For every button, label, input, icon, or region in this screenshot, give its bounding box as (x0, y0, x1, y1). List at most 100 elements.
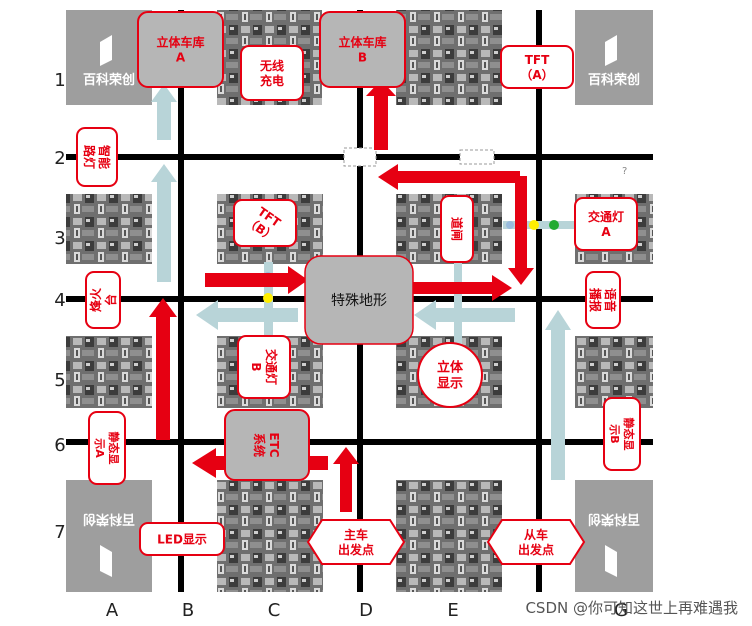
logo-icon (605, 545, 617, 577)
row-label-4: 4 (54, 290, 66, 311)
label-text: 道闸 (450, 217, 465, 241)
label-text: 示B (608, 423, 621, 443)
label-text: 从车 (524, 527, 548, 542)
red-arrow-f-down (508, 176, 534, 285)
traffic-light-a (506, 220, 559, 230)
tile-c7 (217, 480, 323, 592)
label-text: 静态显 (622, 418, 636, 451)
tile-g5 (575, 336, 653, 408)
logo-icon (605, 35, 617, 66)
label-box (304, 255, 414, 345)
label-text: 立体车库 (156, 34, 204, 49)
label-box (233, 199, 297, 247)
blue-arrow-b-up-lower (151, 164, 177, 282)
label-text: 无线 (259, 58, 284, 73)
label-beacon: 烽火台 (85, 271, 121, 329)
label-text: ETC (267, 432, 281, 457)
blue-arrow-left-center (196, 300, 298, 330)
col-label-g: G (614, 600, 628, 621)
label-box (139, 522, 225, 556)
label-text: B (249, 362, 263, 371)
label-text: LED显示 (157, 532, 207, 546)
label-text: B (358, 50, 367, 64)
label-text: 智能 (97, 144, 112, 169)
label-text: TFT (525, 53, 550, 67)
label-text: 静态显 (107, 432, 121, 465)
logo-tile-g1: 百科荣创 (575, 10, 653, 105)
tile-a5 (66, 336, 152, 408)
tile-a3 (66, 194, 152, 264)
label-text: 系统 (252, 433, 267, 457)
label-text: 充电 (260, 73, 284, 88)
row-label-1: 1 (54, 70, 66, 91)
blue-arrow-left-right (414, 300, 515, 330)
col-label-d: D (359, 600, 373, 621)
label-tft-a: TFT（A） (500, 45, 574, 89)
label-text: 立体 (437, 360, 464, 376)
logo-text: 百科荣创 (83, 511, 135, 527)
label-text: 交通灯 (264, 349, 279, 385)
label-box (240, 45, 304, 101)
red-arrow-row2-left (378, 164, 520, 190)
label-box (585, 271, 621, 329)
tile-e7 (396, 480, 502, 592)
label-tft-b: TFT（B） (233, 199, 297, 247)
logo-icon (100, 545, 112, 577)
label-box (603, 397, 641, 471)
col-label-a: A (105, 600, 119, 621)
label-box (574, 197, 638, 251)
red-arrow-b-up (149, 298, 177, 440)
label-gate: 道闸 (440, 195, 474, 263)
label-box (88, 411, 126, 485)
label-text: 显示 (437, 377, 463, 392)
label-box (137, 11, 224, 88)
logo-text: 百科荣创 (83, 72, 135, 88)
logo-text: 百科荣创 (588, 511, 640, 527)
label-text: 烽火 (88, 287, 103, 312)
label-text: 播报 (588, 288, 603, 312)
blue-bar-stereo (454, 262, 462, 346)
label-box (486, 519, 586, 565)
blue-bar-traffic-a (503, 221, 578, 229)
tile-d1 (396, 10, 502, 105)
road-obstacle-left (343, 147, 377, 167)
label-text: （A） (520, 67, 553, 82)
blue-arrow-b-up-upper (151, 84, 177, 140)
logo-tile-a7: 百科荣创 (66, 480, 152, 592)
label-text: 路灯 (82, 145, 97, 169)
label-box (224, 409, 310, 481)
red-arrow-right-to-center (205, 266, 308, 294)
label-text: A (601, 225, 611, 239)
watermark: CSDN @你可知这世上再难遇我 (525, 599, 738, 617)
label-box (237, 335, 291, 399)
label-text: 特殊地形 (331, 293, 387, 309)
row-label-2: 2 (54, 148, 66, 169)
road-mark: ? (622, 166, 627, 177)
label-led: LED显示 (139, 522, 225, 556)
label-box (417, 342, 483, 408)
label-text: 立体车库 (338, 34, 386, 49)
logo-text: 百科荣创 (588, 72, 640, 88)
label-box (500, 45, 574, 89)
row-label-7: 7 (54, 522, 66, 543)
label-box (76, 127, 118, 187)
red-arrow-main-car-up (333, 447, 359, 512)
label-text: 示A (93, 437, 106, 458)
label-text: A (176, 50, 186, 64)
label-text: 出发点 (338, 542, 374, 557)
road-obstacle-right (459, 149, 495, 165)
corner-logos: 百科荣创 百科荣创 百科荣创 百科荣创 (66, 10, 653, 592)
